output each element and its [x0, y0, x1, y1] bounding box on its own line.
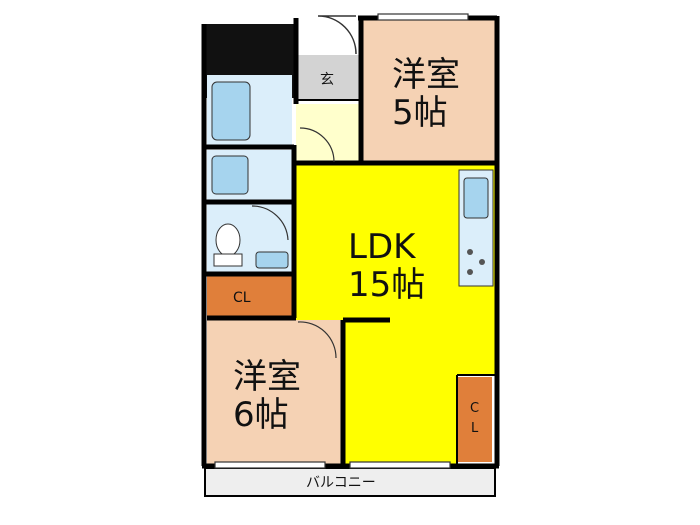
toilet-tank-icon [213, 253, 243, 267]
ldk-floor [296, 163, 495, 464]
western-room-6-size: 6帖 [233, 395, 289, 435]
closet-right [458, 377, 492, 462]
toilet-door-icon [251, 205, 289, 241]
stove-burner-icon [479, 259, 485, 265]
entrance-door-icon [317, 15, 357, 55]
windows [214, 13, 469, 469]
western-room-6-name: 洋室 [233, 357, 301, 397]
toilet-bowl-icon [215, 223, 241, 257]
closet-right-label-l: L [471, 421, 479, 436]
western-room-5 [361, 18, 495, 161]
hall-door-icon [299, 127, 335, 163]
kitchen-sink-icon [463, 177, 489, 219]
balcony-label: バルコニー [306, 475, 376, 491]
hall-floor [296, 104, 361, 164]
stove-burner-icon [467, 269, 473, 275]
ldk-size: 15帖 [348, 265, 425, 305]
western-room-6 [207, 320, 342, 464]
washbasin-icon [211, 155, 249, 195]
stove-burner-icon [467, 249, 473, 255]
closet-left-label: CL [233, 290, 251, 306]
hand-sink-icon [255, 251, 289, 269]
bathtub-icon [211, 81, 251, 141]
western-room-6-door-icon [297, 321, 337, 359]
balcony [204, 467, 496, 497]
closet-right-label-c: C [470, 401, 479, 416]
closet-left [207, 276, 294, 316]
western-room-5-size: 5帖 [392, 93, 448, 133]
thin-walls [296, 99, 495, 464]
western-room-5-name: 洋室 [392, 55, 460, 95]
entrance-floor [296, 55, 361, 100]
ldk-name: LDK [348, 227, 417, 267]
entrance-label: 玄 [320, 71, 334, 88]
